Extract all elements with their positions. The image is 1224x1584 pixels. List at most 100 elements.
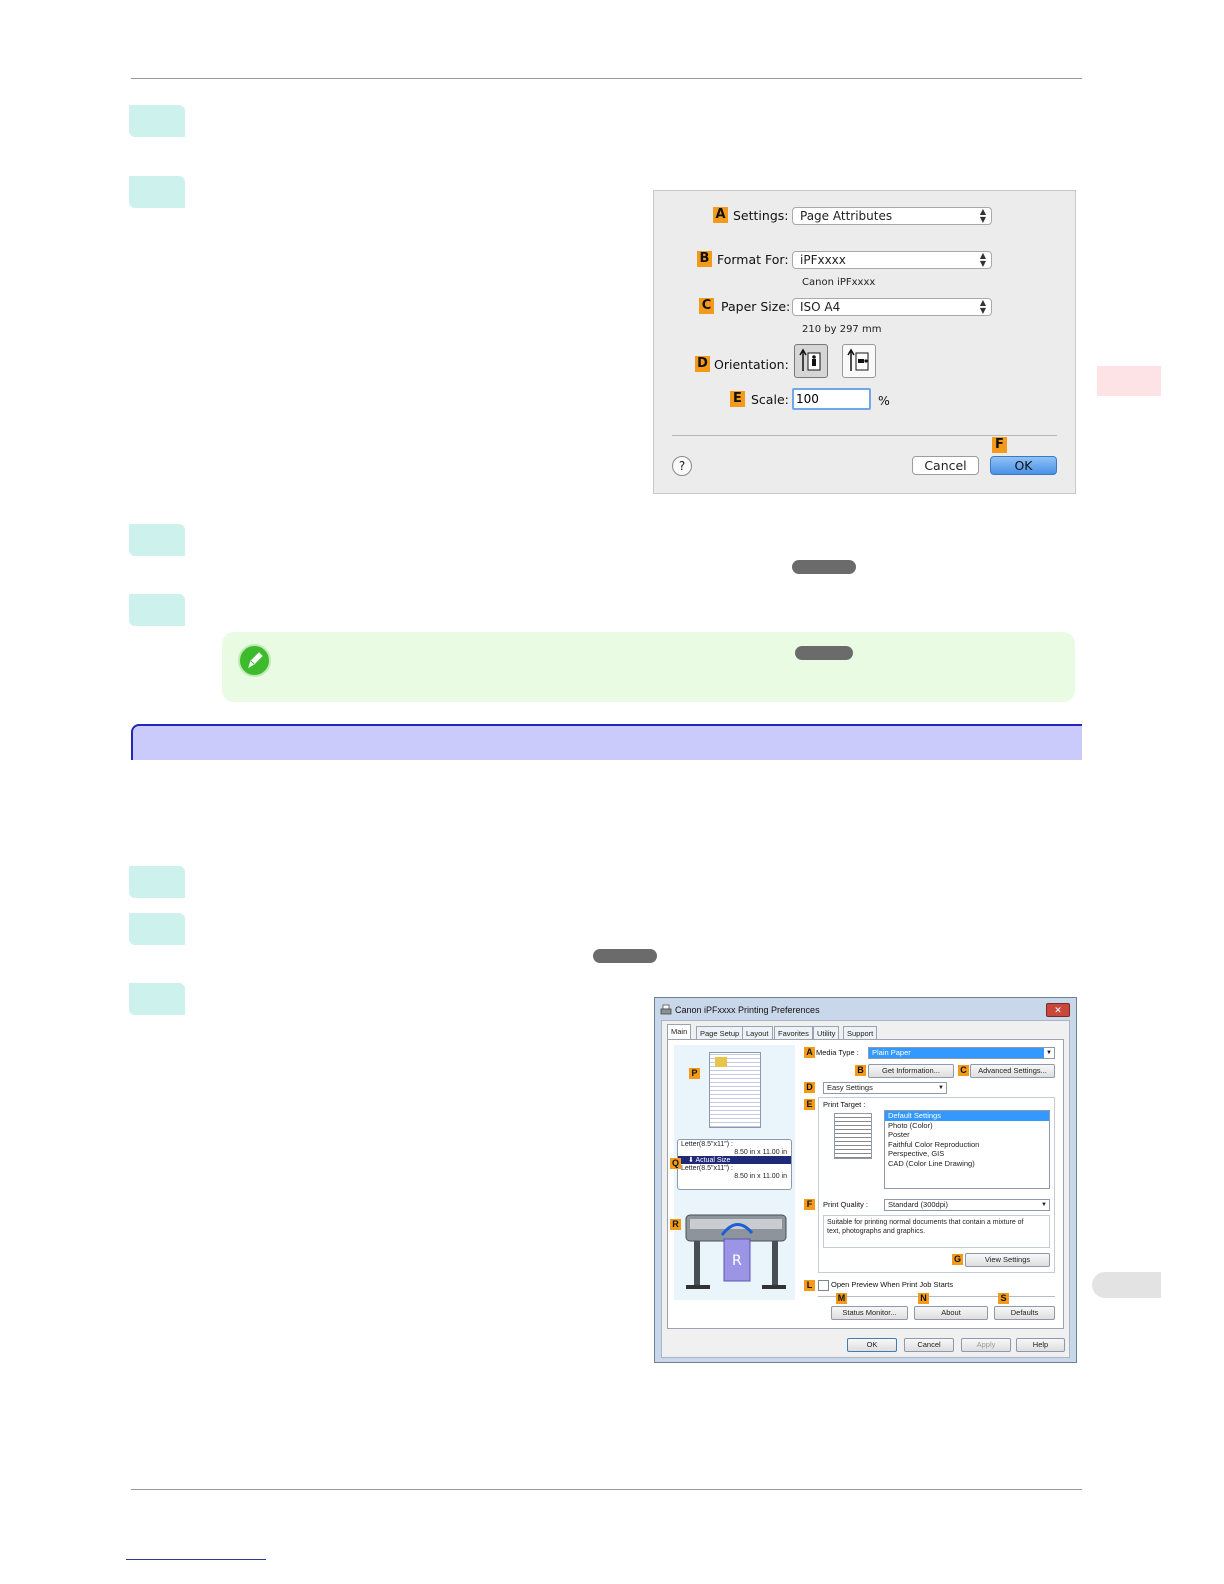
page-reference-link[interactable]: [795, 646, 853, 660]
advanced-settings-button[interactable]: Advanced Settings...: [970, 1064, 1055, 1078]
about-button[interactable]: About: [914, 1306, 988, 1320]
updown-arrow-icon: ▲▼: [979, 298, 986, 315]
list-item[interactable]: Faithful Color Reproduction: [888, 1139, 980, 1149]
scale-field[interactable]: [792, 388, 871, 410]
callout-badge: C: [699, 298, 714, 314]
paper-dimensions: 210 by 297 mm: [802, 324, 882, 335]
list-item[interactable]: Default Settings: [885, 1111, 1049, 1121]
paper-size-label: Paper Size:: [721, 299, 791, 314]
format-for-popup[interactable]: iPFxxxx ▲▼: [792, 251, 992, 269]
apply-button[interactable]: Apply: [961, 1338, 1011, 1352]
page-reference-link[interactable]: [792, 560, 856, 574]
callout-badge: A: [804, 1047, 815, 1058]
media-type-dropdown[interactable]: Plain Paper ▼: [868, 1047, 1055, 1059]
callout-badge: F: [992, 437, 1007, 453]
step-marker: [129, 866, 185, 898]
media-type-value: Plain Paper: [872, 1048, 911, 1057]
chapter-side-tab[interactable]: [1092, 1272, 1161, 1298]
dialog-separator: [672, 435, 1057, 436]
list-item[interactable]: Poster: [888, 1130, 910, 1139]
callout-badge: R: [670, 1219, 681, 1230]
callout-badge: M: [836, 1293, 847, 1304]
header-rule: [131, 78, 1082, 79]
list-item[interactable]: Perspective, GIS: [888, 1149, 945, 1158]
status-monitor-button[interactable]: Status Monitor...: [831, 1306, 908, 1320]
callout-badge: A: [713, 207, 728, 223]
settings-value: Page Attributes: [800, 209, 893, 223]
close-button[interactable]: ✕: [1046, 1003, 1070, 1017]
footer-link-underline[interactable]: [126, 1559, 266, 1560]
close-icon: ✕: [1054, 1005, 1062, 1015]
section-heading: [131, 724, 1082, 760]
print-target-list[interactable]: Default Settings Photo (Color) Poster Fa…: [884, 1110, 1050, 1189]
ok-button[interactable]: OK: [990, 456, 1057, 475]
page-dimension-line: 8.50 in x 11.00 in: [734, 1149, 787, 1156]
print-quality-label: Print Quality :: [823, 1200, 869, 1209]
dropdown-arrow-icon: ▼: [1044, 1048, 1054, 1058]
note-box: [222, 632, 1075, 702]
help-button[interactable]: Help: [1016, 1338, 1065, 1352]
tab-main[interactable]: Main: [667, 1024, 692, 1041]
print-target-label: Print Target :: [823, 1100, 866, 1109]
dropdown-arrow-icon: ▼: [1041, 1202, 1047, 1208]
step-marker: [129, 594, 185, 626]
open-preview-checkbox[interactable]: [818, 1280, 829, 1291]
scale-label: Scale:: [751, 392, 789, 407]
callout-badge: C: [958, 1065, 969, 1076]
actual-size-row: ⬇ Actual Size: [678, 1156, 791, 1164]
tab-layout[interactable]: Layout: [742, 1026, 773, 1040]
landscape-button[interactable]: [842, 344, 876, 378]
printer-illustration: R: [682, 1205, 790, 1295]
print-quality-dropdown[interactable]: Standard (300dpi) ▼: [884, 1199, 1050, 1211]
help-button[interactable]: ?: [672, 456, 692, 476]
callout-badge: N: [918, 1293, 929, 1304]
tab-utility[interactable]: Utility: [813, 1026, 840, 1040]
cancel-button[interactable]: Cancel: [904, 1338, 954, 1352]
easy-settings-dropdown[interactable]: Easy Settings ▼: [823, 1082, 947, 1094]
get-information-button[interactable]: Get Information...: [868, 1064, 954, 1078]
tab-page-setup[interactable]: Page Setup: [696, 1026, 744, 1040]
callout-badge: B: [697, 251, 712, 267]
print-target-thumbnail: [834, 1113, 872, 1159]
open-preview-label: Open Preview When Print Job Starts: [831, 1280, 954, 1289]
view-settings-button[interactable]: View Settings: [965, 1253, 1050, 1267]
portrait-button[interactable]: [794, 344, 828, 378]
easy-settings-group: [818, 1097, 1055, 1273]
settings-popup[interactable]: Page Attributes ▲▼: [792, 207, 992, 225]
callout-badge: D: [695, 356, 710, 372]
tab-favorites[interactable]: Favorites: [774, 1026, 813, 1040]
dialog-client: Main Page Setup Layout Favorites Utility…: [661, 1020, 1070, 1358]
page-reference-link[interactable]: [593, 949, 657, 963]
chapter-side-tab[interactable]: [1097, 366, 1161, 396]
step-marker: [129, 913, 185, 945]
page-size-line: Letter(8.5"x11") :: [681, 1165, 733, 1172]
large-format-printer-icon: R: [685, 1214, 787, 1289]
callout-badge: E: [804, 1099, 815, 1110]
print-quality-value: Standard (300dpi): [888, 1200, 949, 1209]
step-marker: [129, 176, 185, 208]
paper-size-popup[interactable]: ISO A4 ▲▼: [792, 298, 992, 316]
cancel-button[interactable]: Cancel: [912, 456, 979, 475]
footer-rule: [131, 1489, 1082, 1490]
list-item[interactable]: CAD (Color Line Drawing): [888, 1158, 975, 1168]
callout-badge: Q: [670, 1158, 681, 1169]
ok-button[interactable]: OK: [847, 1338, 897, 1352]
actual-size-label: Actual Size: [695, 1157, 731, 1164]
callout-badge: S: [998, 1293, 1009, 1304]
arrow-down-icon: ⬇: [688, 1157, 694, 1164]
list-item[interactable]: Photo (Color): [888, 1120, 933, 1130]
easy-settings-value: Easy Settings: [827, 1083, 873, 1092]
page-size-line: Letter(8.5"x11") :: [681, 1141, 733, 1148]
orientation-label: Orientation:: [714, 357, 789, 372]
step-marker: [129, 983, 185, 1015]
percent-label: %: [878, 393, 890, 408]
tab-support[interactable]: Support: [843, 1026, 878, 1040]
main-tab-panel: P Letter(8.5"x11") : 8.50 in x 11.00 in …: [667, 1039, 1064, 1329]
step-marker: [129, 524, 185, 556]
settings-label: Settings:: [733, 208, 789, 223]
defaults-button[interactable]: Defaults: [994, 1306, 1055, 1320]
page-preview: [709, 1052, 761, 1128]
callout-badge: P: [689, 1068, 700, 1079]
printer-description: Canon iPFxxxx: [802, 277, 876, 288]
step-marker: [129, 105, 185, 137]
